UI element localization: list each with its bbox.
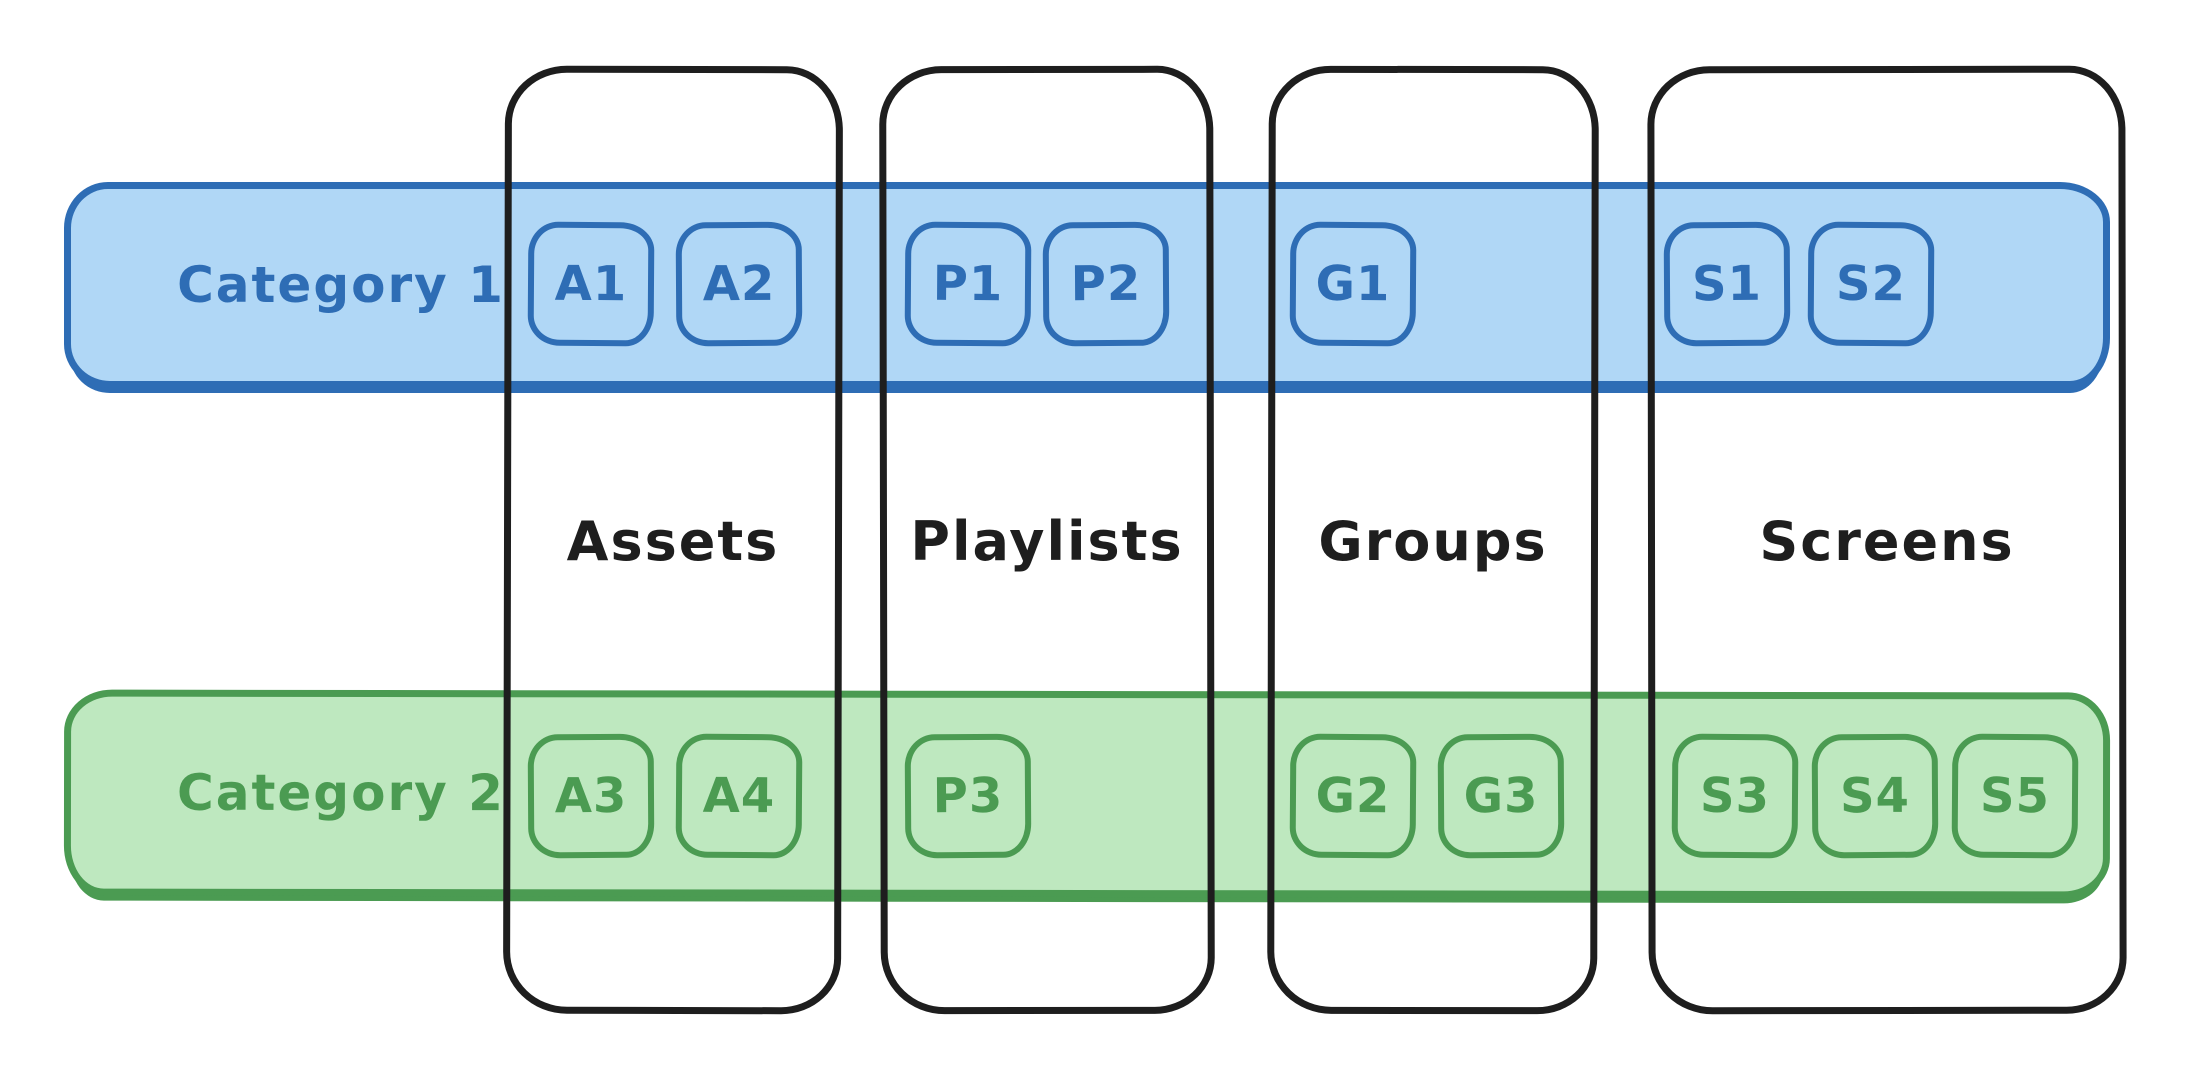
playlists-column-label: Playlists [910,509,1184,573]
item-box-a3: A3 [527,733,655,859]
item-box-s3: S3 [1671,733,1799,859]
category2-band: Category 2 [63,689,2111,899]
item-box-p1: P1 [904,221,1032,347]
item-box-g3: G3 [1437,733,1565,859]
item-box-p2: P2 [1042,221,1170,347]
item-box-g2: G2 [1289,733,1417,859]
item-box-g1: G1 [1289,221,1417,347]
screens-column-label: Screens [1759,509,2015,573]
item-box-s2: S2 [1807,221,1935,347]
item-box-p3: P3 [904,733,1032,859]
assets-column-label: Assets [566,509,780,573]
item-box-s1: S1 [1663,221,1791,347]
item-box-a4: A4 [675,733,803,859]
item-box-s4: S4 [1811,733,1939,859]
item-box-s5: S5 [1951,733,2079,859]
item-box-a2: A2 [675,221,803,347]
groups-column-label: Groups [1318,509,1548,573]
category2-label: Category 2 [177,763,505,823]
item-box-a1: A1 [527,221,655,347]
category1-band: Category 1 [64,182,2110,388]
category1-label: Category 1 [177,256,505,314]
